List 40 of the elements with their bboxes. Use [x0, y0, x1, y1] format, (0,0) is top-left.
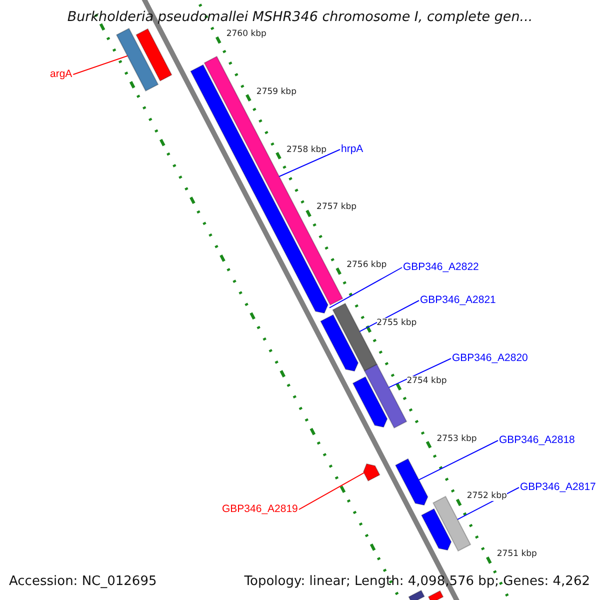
gene-bar — [428, 590, 444, 600]
leader-line — [298, 472, 364, 510]
gene-bar — [136, 28, 172, 82]
scale-label: 2753 kbp — [436, 434, 477, 444]
gene-label: argA — [50, 68, 72, 81]
summary-text: Topology: linear; Length: 4,098,576 bp; Genes: 4,262 — [244, 574, 590, 589]
scale-label: 2759 kbp — [256, 86, 296, 97]
leader-line — [388, 358, 452, 388]
gene-label: GBP346_A2819 — [222, 503, 298, 516]
gene-label: GBP346_A2821 — [420, 294, 496, 307]
gene-bar — [332, 302, 378, 372]
gene-label: hrpA — [341, 143, 364, 156]
leader-line — [328, 267, 402, 308]
gene-bar — [204, 56, 344, 306]
scale-label: 2757 kbp — [316, 202, 357, 212]
scale-label: 2756 kbp — [346, 260, 387, 270]
gene-bar — [352, 376, 388, 428]
accession-text: Accession: NC_012695 — [9, 574, 157, 589]
gene-bar — [116, 28, 159, 92]
gene-label: GBP346_A2818 — [499, 434, 575, 447]
gene-label: GBP346_A2820 — [452, 352, 528, 365]
scale-label: 2751 kbp — [496, 549, 537, 560]
gene-bar — [408, 590, 425, 600]
scale-label: 2760 kbp — [226, 29, 266, 40]
scale-label: 2754 kbp — [406, 376, 447, 386]
leader-line — [418, 440, 498, 480]
gene-bar — [364, 364, 408, 429]
title: Burkholderia pseudomallei MSHR346 chromosome I, complete gen... — [67, 9, 533, 25]
gene-bar — [420, 508, 452, 551]
gene-label: GBP346_A2817 — [520, 481, 596, 494]
gene-bar — [394, 458, 428, 506]
leader-line — [278, 149, 340, 177]
leader-line — [72, 55, 128, 75]
gene-bar — [320, 314, 359, 372]
leader-line — [359, 300, 420, 332]
scale-label: 2752 kbp — [466, 491, 507, 502]
scale-label: 2755 kbp — [376, 318, 417, 328]
scale-label: 2758 kbp — [286, 144, 327, 155]
gene-label: GBP346_A2822 — [403, 261, 479, 274]
gene-bar — [362, 463, 380, 482]
